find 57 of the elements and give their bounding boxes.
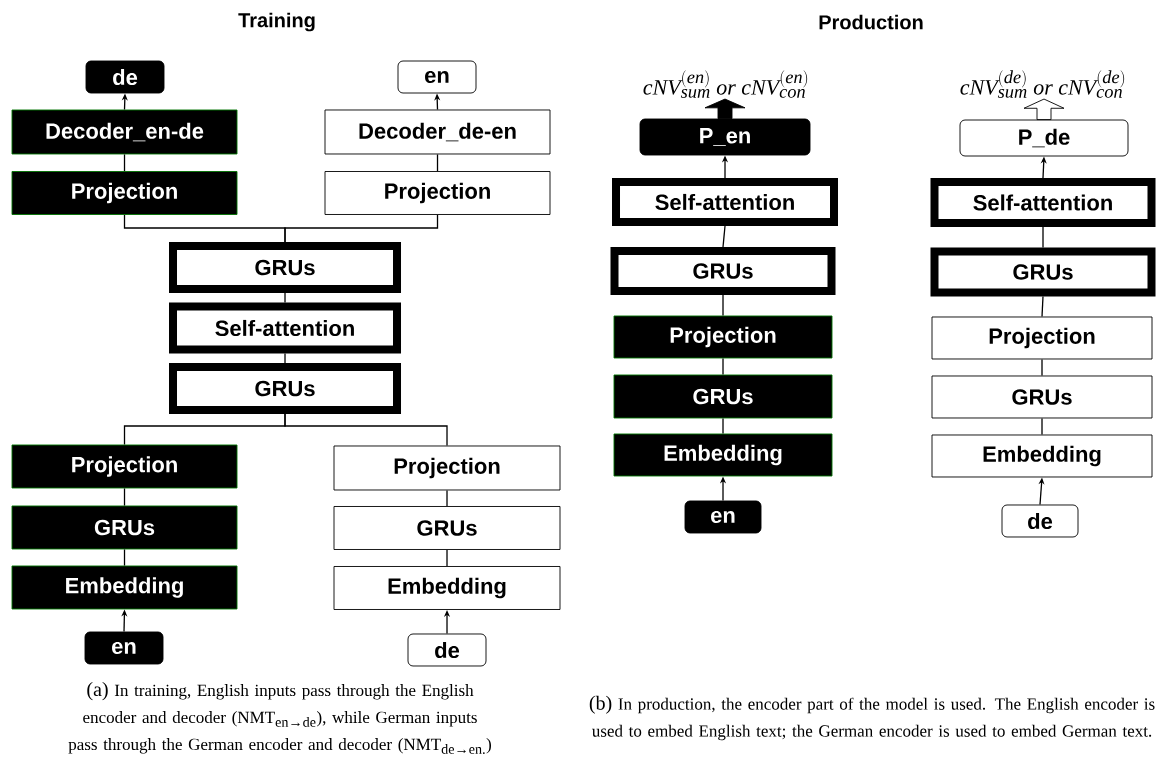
layer-box: Projection — [324, 171, 551, 215]
token-box: de — [85, 60, 165, 94]
layer-box: Self-attention — [612, 178, 838, 226]
layer-box: Embedding — [613, 433, 833, 477]
layer-box: GRUs — [613, 374, 833, 419]
layer-box: GRUs — [169, 363, 401, 414]
layer-box: GRUs — [169, 242, 401, 293]
connector-line — [284, 413, 448, 447]
output-formula: $cNV_{sum}^{(en)}\ or\ cNV_{con}^{(en)}$ — [643, 70, 808, 98]
layer-box: GRUs — [931, 375, 1153, 419]
token-box: de — [1001, 504, 1079, 538]
layer-box: Embedding — [11, 565, 238, 610]
layer-box: Self-attention — [169, 302, 401, 354]
connector-line — [123, 153, 126, 172]
caption: (b) In production, the encoder part of the model is used. The English encoder is used to embed English text; the German encoder is used to embed German text. — [589, 695, 1155, 741]
section-title: Production — [819, 14, 923, 30]
connector-line — [1041, 295, 1044, 318]
connector-line — [436, 153, 439, 172]
block-arrow — [704, 98, 746, 119]
layer-box: GRUs — [930, 247, 1156, 297]
connector-line — [123, 548, 126, 567]
layer-box: Embedding — [931, 434, 1153, 478]
section-title: Training — [238, 12, 315, 32]
layer-box: GRUs — [610, 247, 836, 295]
connector-line — [1041, 358, 1043, 377]
token-box: de — [407, 633, 487, 667]
connector-line — [123, 487, 126, 507]
connector-line — [284, 214, 439, 243]
layer-box: GRUs — [11, 505, 238, 550]
layer-box: Projection — [613, 315, 833, 359]
connector-line — [446, 489, 448, 507]
connector-line — [1041, 417, 1043, 436]
layer-box: Decoder_de-en — [324, 109, 551, 155]
connector-line — [284, 352, 286, 364]
token-box: P_de — [959, 119, 1129, 157]
connector-line — [722, 417, 724, 435]
output-formula: $cNV_{sum}^{(de)}\ or\ cNV_{con}^{(de)}$ — [960, 70, 1125, 98]
layer-box: Projection — [11, 171, 238, 215]
connector-line — [284, 292, 286, 304]
token-box: en — [84, 631, 164, 665]
connector-line — [1042, 226, 1044, 249]
layer-box: Embedding — [333, 566, 561, 610]
layer-box: Self-attention — [930, 178, 1156, 227]
layer-box: GRUs — [333, 506, 561, 550]
caption: (a) In training, English inputs pass through the English encoder and decoder (NMT$_{en→de}$), while German inputs pass through the German encoder and decoder (NMT$_{de→en.}$) — [68, 682, 491, 754]
connector-line — [446, 549, 448, 567]
layer-box: Decoder_en-de — [11, 109, 238, 155]
layer-box: Projection — [931, 316, 1153, 360]
connector-line — [722, 294, 724, 317]
connector-line — [722, 357, 724, 376]
token-box: en — [397, 60, 477, 94]
layer-box: Projection — [333, 445, 561, 491]
layer-box: Projection — [11, 444, 238, 489]
connector-line — [722, 225, 726, 248]
token-box: en — [684, 500, 762, 534]
token-box: P_en — [639, 118, 811, 156]
block-arrow — [1023, 98, 1065, 120]
